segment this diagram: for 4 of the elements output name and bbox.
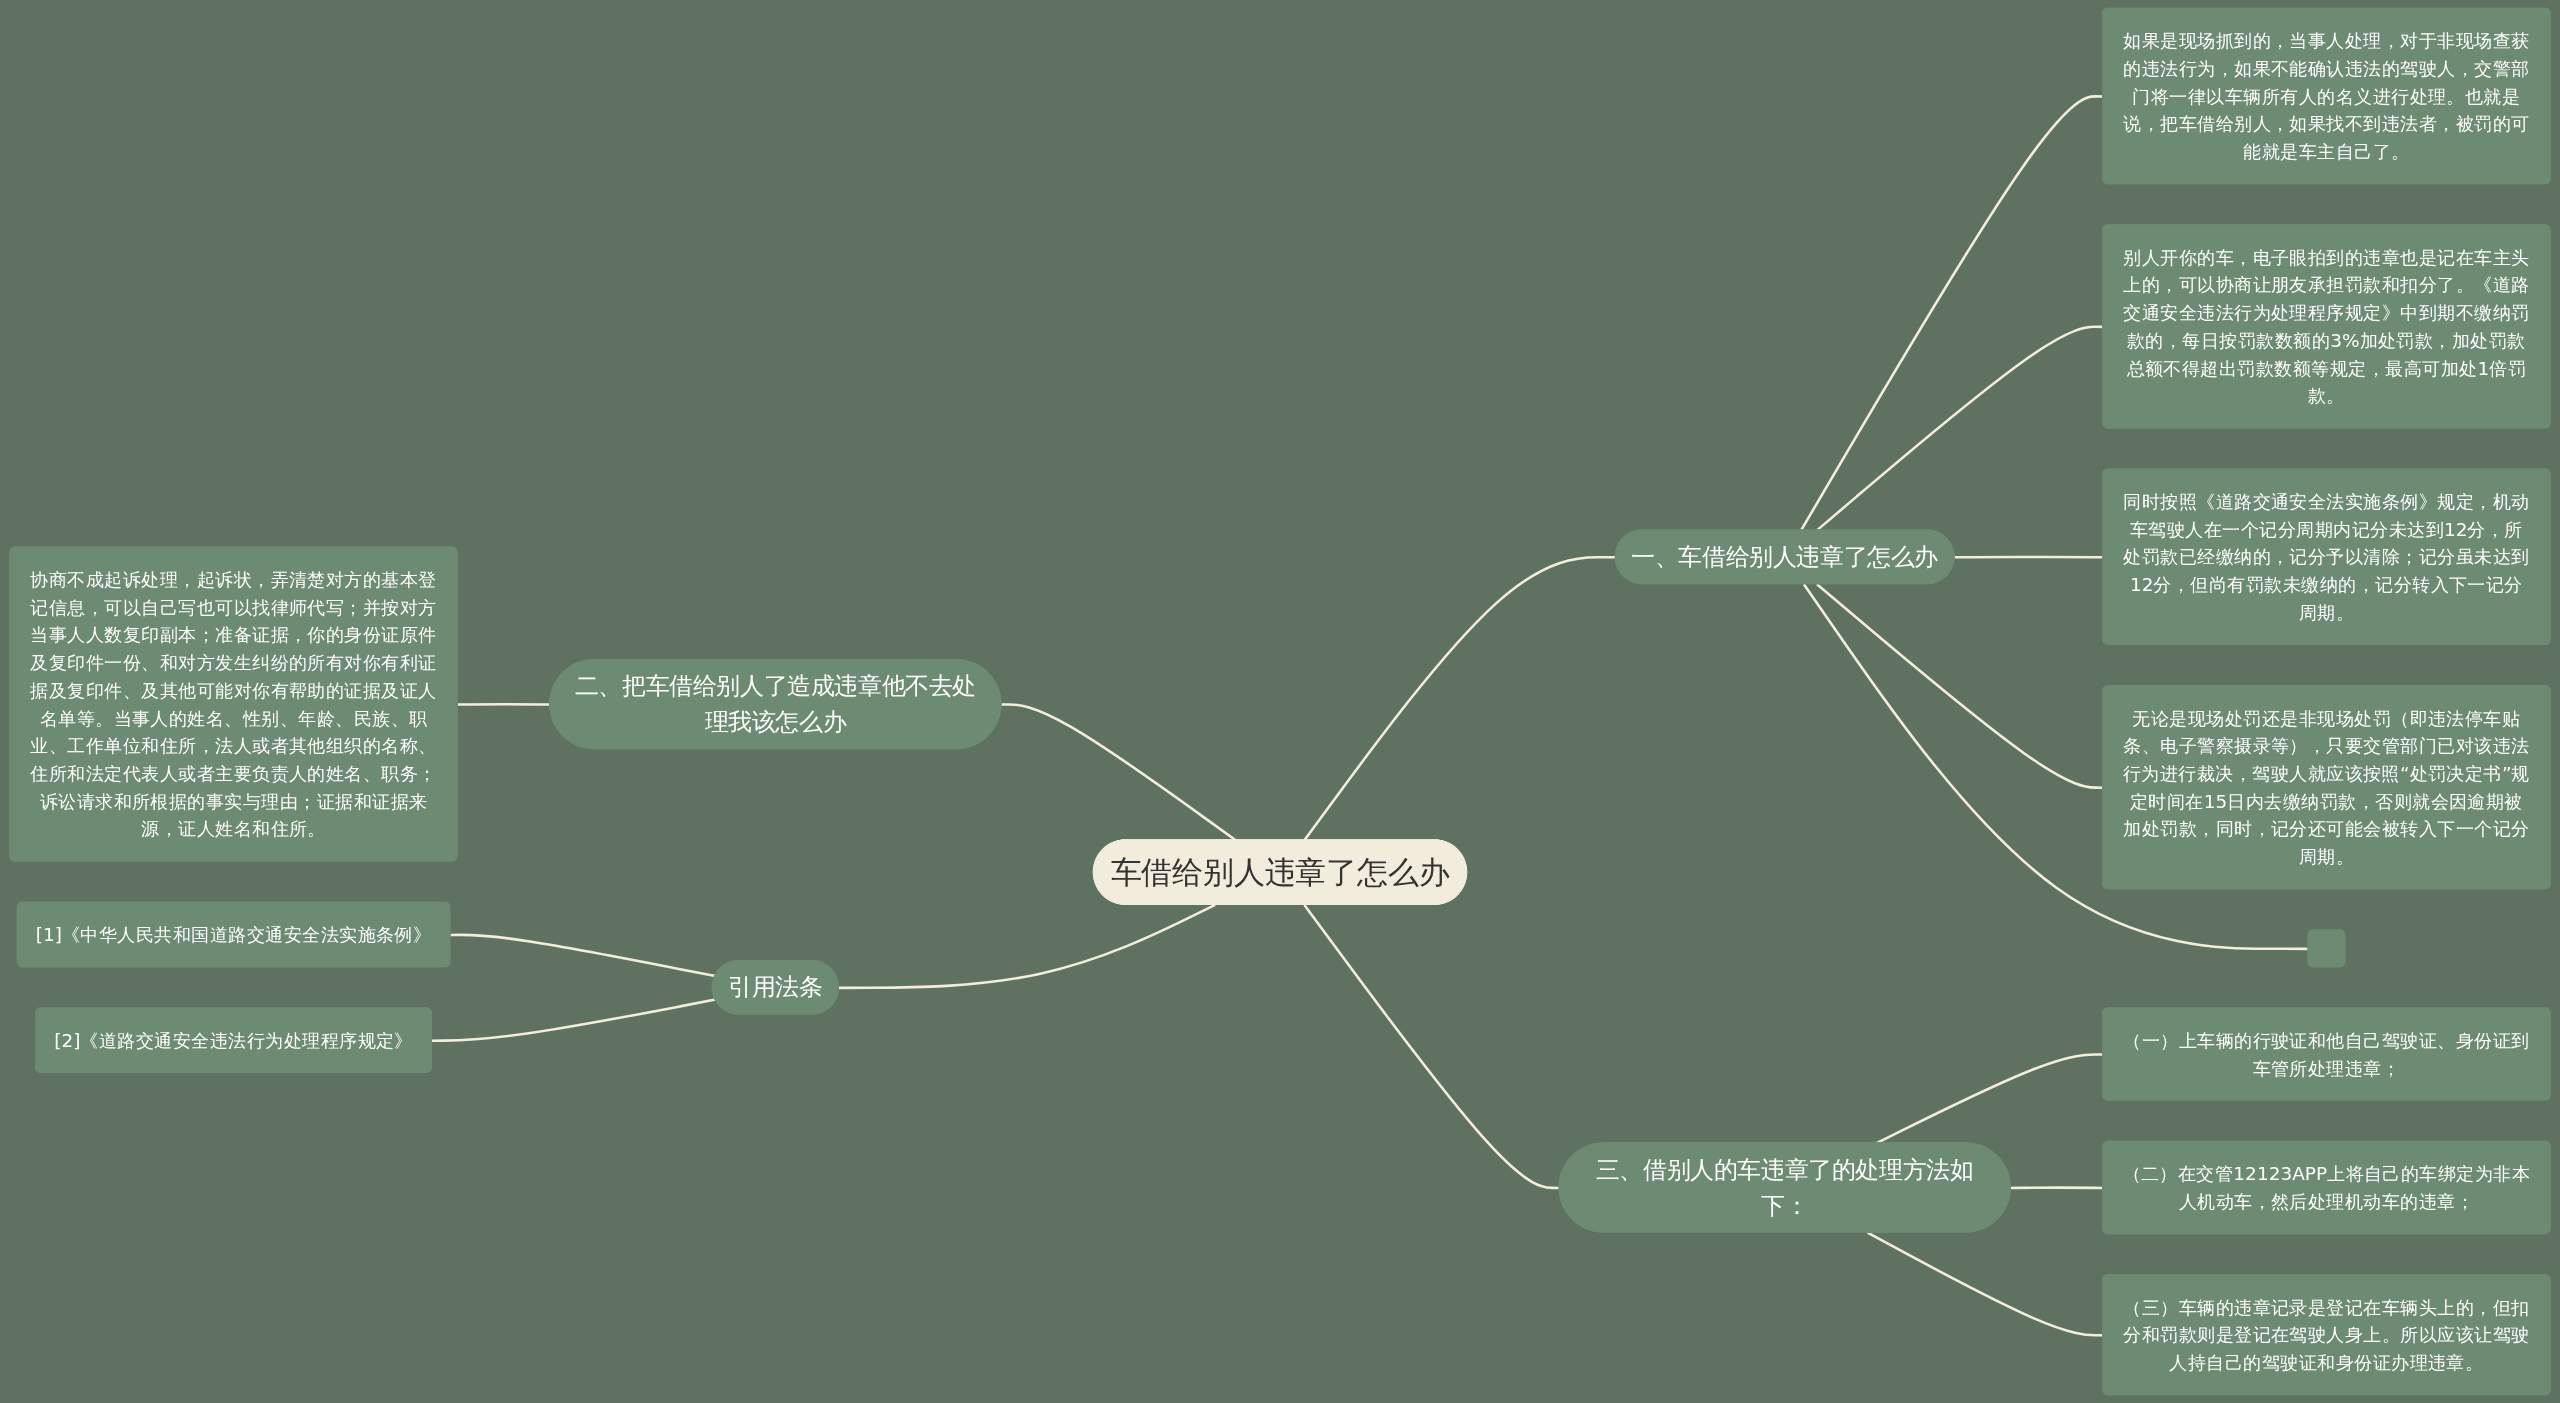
connector	[1303, 904, 1560, 1190]
connector	[839, 903, 1216, 990]
connector	[450, 933, 716, 978]
connector	[431, 998, 716, 1042]
